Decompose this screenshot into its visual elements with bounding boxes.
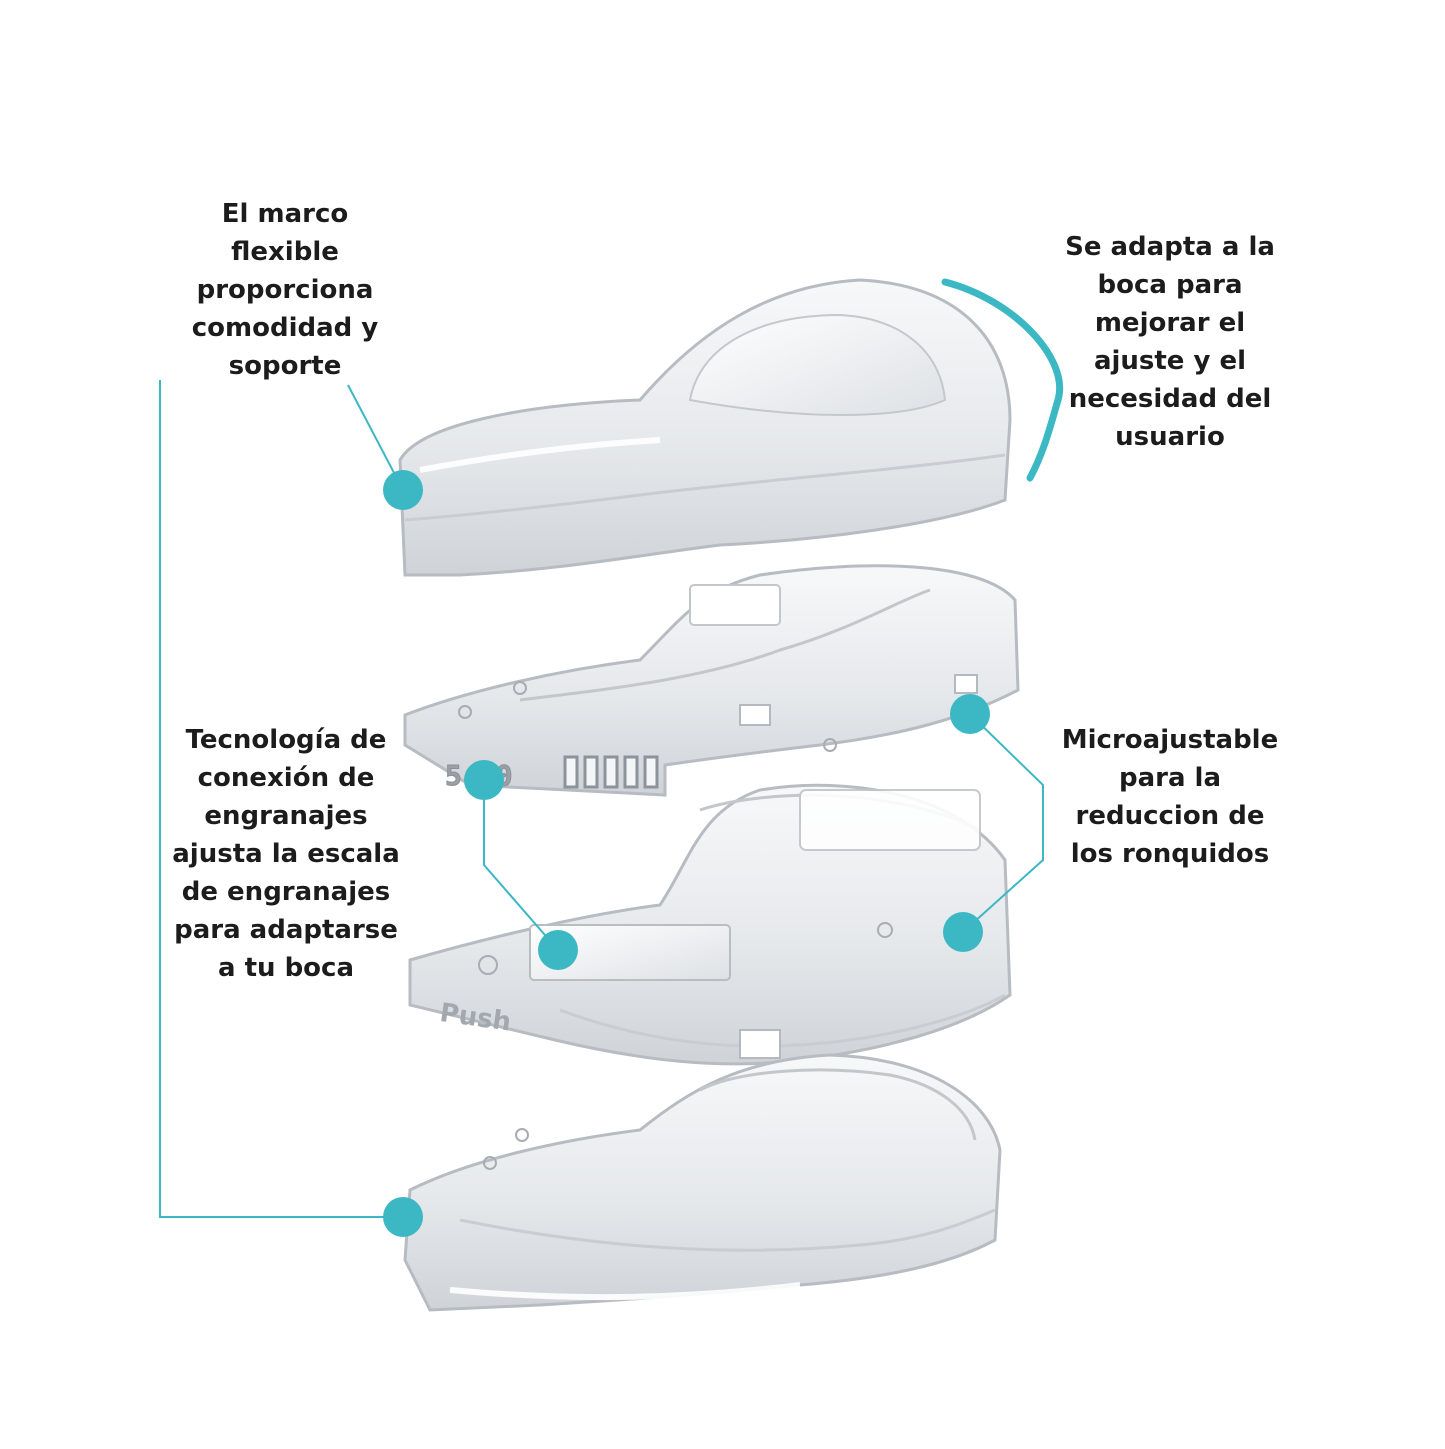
callout-adapts-mouth: Se adapta a la boca para mejorar el ajus… bbox=[1040, 228, 1300, 456]
scale-ticks bbox=[563, 755, 659, 789]
callout-line: Microajustable bbox=[1061, 725, 1279, 755]
callout-line: conexión de bbox=[197, 763, 375, 793]
callout-line: ajuste y el bbox=[1093, 346, 1247, 376]
push-plate: Push bbox=[408, 783, 1012, 1066]
lower-tray bbox=[403, 1053, 1002, 1312]
gear-plate: 5 10 bbox=[403, 564, 1020, 797]
callout-flexible-frame: El marco flexible proporciona comodidad … bbox=[150, 195, 420, 385]
dot-gear-plate bbox=[464, 760, 504, 800]
callout-micro-adjust: Microajustable para la reduccion de los … bbox=[1040, 721, 1300, 873]
callout-line: de engranajes bbox=[181, 877, 391, 907]
callout-line: necesidad del bbox=[1068, 384, 1272, 414]
callout-line: comodidad y bbox=[191, 313, 379, 343]
leader-micro bbox=[962, 713, 1044, 933]
callout-line: reduccion de bbox=[1075, 801, 1265, 831]
callout-line: mejorar el bbox=[1094, 308, 1246, 338]
callout-line: soporte bbox=[228, 351, 342, 381]
callout-line: usuario bbox=[1115, 422, 1225, 452]
callout-line: para la bbox=[1118, 763, 1222, 793]
callout-line: para adaptarse bbox=[174, 915, 398, 945]
callout-line: ajusta la escala bbox=[172, 839, 400, 869]
callout-line: El marco bbox=[221, 199, 349, 229]
dot-push-plate bbox=[538, 930, 578, 970]
dot-push-side bbox=[943, 912, 983, 952]
callout-line: proporciona bbox=[196, 275, 374, 305]
fit-arc bbox=[941, 278, 1064, 482]
callout-line: Se adapta a la bbox=[1065, 232, 1275, 262]
leader-bracket-left bbox=[159, 380, 403, 1218]
callout-line: Tecnología de bbox=[185, 725, 387, 755]
callout-dots bbox=[383, 470, 990, 1237]
callout-line: boca para bbox=[1097, 270, 1243, 300]
callout-gear-technology: Tecnología de conexión de engranajes aju… bbox=[150, 721, 422, 987]
callout-line: los ronquidos bbox=[1070, 839, 1270, 869]
callout-line: flexible bbox=[231, 237, 339, 267]
dot-lower-tray bbox=[383, 1197, 423, 1237]
callout-line: engranajes bbox=[204, 801, 368, 831]
upper-tray bbox=[398, 278, 1012, 577]
dot-upper-tray bbox=[383, 470, 423, 510]
leader-gear bbox=[483, 780, 559, 951]
callout-line: a tu boca bbox=[217, 953, 355, 983]
dot-plate-side bbox=[950, 694, 990, 734]
